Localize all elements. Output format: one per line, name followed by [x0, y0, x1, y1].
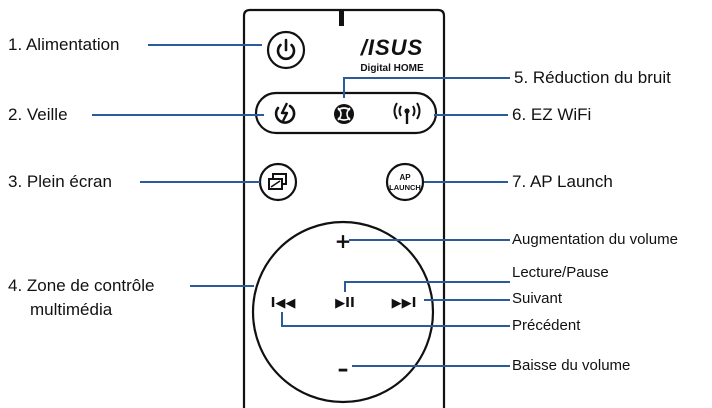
label-noise: 5. Réduction du bruit [514, 68, 671, 87]
label-ap-launch: 7. AP Launch [512, 172, 613, 191]
label-wifi: 6. EZ WiFi [512, 105, 592, 124]
ir-window [339, 10, 344, 26]
label-media-line2: multimédia [30, 300, 113, 319]
digital-home-text: Digital HOME [360, 63, 424, 74]
fullscreen-icon [268, 173, 287, 190]
label-standby: 2. Veille [8, 105, 68, 124]
volume-down-button[interactable]: – [338, 357, 349, 382]
remote-body [242, 8, 446, 408]
ap-launch-button[interactable]: AP LAUNCH [385, 162, 425, 202]
label-media-line1: 4. Zone de contrôle [8, 276, 155, 295]
label-next: Suivant [512, 290, 563, 307]
power-button[interactable] [266, 30, 306, 70]
callout-lines [92, 44, 510, 367]
label-volume-up: Augmentation du volume [512, 231, 678, 248]
ap-launch-top-text: AP [399, 173, 411, 182]
label-previous: Précédent [512, 317, 581, 334]
previous-button[interactable]: I◀◀ [271, 296, 296, 311]
standby-button[interactable] [274, 102, 296, 124]
wifi-button[interactable] [393, 102, 421, 124]
label-play-pause: Lecture/Pause [512, 264, 609, 281]
fullscreen-button[interactable] [258, 162, 298, 202]
standby-icon [274, 102, 296, 124]
asus-logo: /ISUS [360, 35, 423, 60]
media-control-zone [251, 220, 435, 404]
wifi-icon [393, 102, 421, 124]
volume-up-button[interactable]: + [335, 229, 352, 253]
noise-reduction-icon [334, 104, 354, 124]
power-icon [276, 38, 296, 61]
noise-reduction-button[interactable] [334, 104, 354, 124]
next-button[interactable]: ▶▶I [392, 296, 417, 311]
label-fullscreen: 3. Plein écran [8, 172, 112, 191]
label-power: 1. Alimentation [8, 35, 120, 54]
label-volume-down: Baisse du volume [512, 357, 631, 374]
ap-launch-bottom-text: LAUNCH [389, 183, 421, 192]
play-pause-button[interactable]: ▶II [335, 296, 355, 311]
